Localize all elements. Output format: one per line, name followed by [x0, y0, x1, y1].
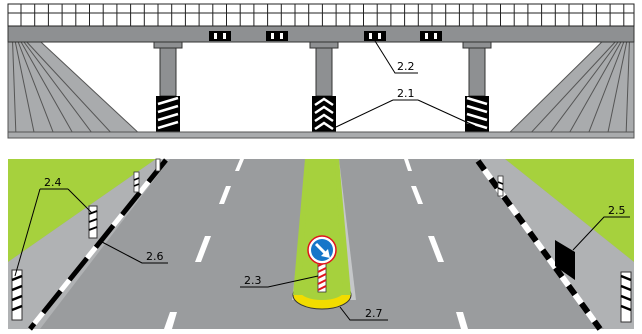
beam-marking [364, 31, 386, 41]
delineator-post [133, 171, 140, 193]
label-2-1: 2.1 [397, 87, 415, 100]
railing-posts [20, 4, 625, 26]
label-2-3: 2.3 [244, 274, 262, 287]
bridge-pier [462, 41, 492, 132]
right-curb-panel [555, 240, 575, 280]
delineator-post [88, 205, 98, 239]
label-2-4-leader [14, 188, 93, 277]
ground-strip [7, 131, 635, 139]
beam-marking [209, 31, 231, 41]
bridge-deck [7, 25, 635, 43]
right-embankment-hatching [526, 25, 631, 138]
bridge-railing [7, 3, 635, 27]
delineator-post [11, 269, 23, 321]
delineator-post [155, 158, 161, 172]
keep-right-arrow-icon [314, 242, 330, 258]
label-2-3-leader [240, 275, 319, 288]
keep-right-sign [307, 235, 337, 293]
label-2-5: 2.5 [608, 204, 626, 217]
left-delineator-posts [11, 158, 161, 321]
bridge-piers [153, 41, 492, 132]
label-2-1-leader [335, 99, 476, 128]
left-embankment-slope [7, 29, 145, 138]
label-2-7-leader [339, 306, 388, 321]
label-2-5-leader [572, 216, 630, 251]
beam-marking [420, 31, 442, 41]
bridge-pier [153, 41, 183, 132]
bridge-pier [309, 41, 339, 132]
label-2-7: 2.7 [365, 307, 383, 320]
label-2-2-leader [374, 40, 418, 74]
delineator-post [620, 271, 632, 323]
label-2-6: 2.6 [146, 250, 164, 263]
lane-dashes [164, 159, 468, 329]
label-2-4: 2.4 [44, 176, 62, 189]
overpass-illustration: 2.2 2.1 [7, 3, 635, 139]
delineator-post [497, 175, 504, 197]
beam-marking [266, 31, 288, 41]
label-2-2: 2.2 [397, 60, 415, 73]
right-delineator-posts [497, 175, 632, 323]
beam-markings [209, 31, 442, 41]
left-embankment-hatching [11, 25, 116, 138]
left-edge-dashes [28, 158, 168, 331]
label-2-6-leader [101, 241, 168, 264]
road-illustration: 2.4 2.6 2.3 2.7 2.5 [8, 158, 634, 331]
